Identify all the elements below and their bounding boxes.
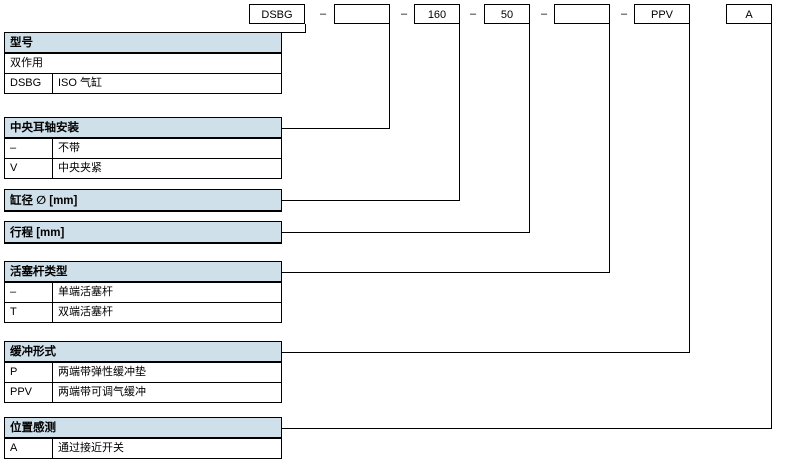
- row-code: T: [5, 303, 53, 322]
- section-cushioning: 缓冲形式 P 两端带弹性缓冲垫 PPV 两端带可调气缓冲: [4, 341, 282, 403]
- row-code: DSBG: [5, 74, 53, 93]
- section-piston-rod-title: 活塞杆类型: [4, 261, 282, 283]
- code-separator-4: –: [540, 8, 548, 20]
- code-separator-2: –: [400, 8, 408, 20]
- table-row: PPV 两端带可调气缓冲: [4, 383, 282, 403]
- row-description: 双端活塞杆: [58, 306, 113, 318]
- table-row: DSBG ISO 气缸: [4, 74, 282, 94]
- code-box-position-sensing[interactable]: A: [726, 4, 772, 24]
- section-type: 型号 双作用 DSBG ISO 气缸: [4, 32, 282, 94]
- table-row: V 中央夹紧: [4, 159, 282, 179]
- code-box-stroke[interactable]: 50: [484, 4, 530, 24]
- section-cushioning-title: 缓冲形式: [4, 341, 282, 363]
- row-description: 通过接近开关: [58, 442, 124, 454]
- row-description: 中央夹紧: [58, 162, 102, 174]
- section-type-title: 型号: [4, 32, 282, 54]
- connector-sensing-vertical: [771, 24, 772, 428]
- table-row: – 不带: [4, 139, 282, 159]
- row-description: 单端活塞杆: [58, 286, 113, 298]
- row-code: PPV: [5, 383, 53, 402]
- section-stroke: 行程 [mm]: [4, 221, 282, 244]
- row-description: ISO 气缸: [58, 77, 103, 89]
- code-box-trunnion[interactable]: [334, 4, 390, 24]
- row-code: P: [5, 363, 53, 382]
- connector-pistonrod-horizontal: [282, 272, 610, 273]
- code-separator-1: –: [319, 8, 327, 20]
- section-position-sensing-title: 位置感测: [4, 417, 282, 439]
- table-row: – 单端活塞杆: [4, 283, 282, 303]
- code-box-type[interactable]: DSBG: [249, 4, 305, 24]
- section-piston-rod: 活塞杆类型 – 单端活塞杆 T 双端活塞杆: [4, 261, 282, 323]
- connector-bore-vertical: [459, 24, 460, 200]
- section-stroke-title: 行程 [mm]: [4, 221, 282, 244]
- section-trunnion: 中央耳轴安装 – 不带 V 中央夹紧: [4, 117, 282, 179]
- connector-bore-horizontal: [282, 200, 460, 201]
- code-box-bore[interactable]: 160: [414, 4, 460, 24]
- row-description: 不带: [58, 142, 80, 154]
- code-separator-3: –: [469, 8, 477, 20]
- table-row: A 通过接近开关: [4, 439, 282, 459]
- row-description: 双作用: [10, 57, 43, 69]
- connector-sensing-horizontal: [282, 428, 772, 429]
- connector-pistonrod-vertical: [609, 24, 610, 272]
- connector-trunnion-horizontal: [282, 128, 390, 129]
- table-row: 双作用: [4, 54, 282, 74]
- table-row: T 双端活塞杆: [4, 303, 282, 323]
- connector-trunnion-vertical: [389, 24, 390, 128]
- section-bore-title: 缸径 ∅ [mm]: [4, 189, 282, 212]
- row-description: 两端带弹性缓冲垫: [58, 366, 146, 378]
- row-code: A: [5, 439, 53, 458]
- connector-type-vertical: [305, 24, 306, 32]
- connector-stroke-vertical: [529, 24, 530, 232]
- connector-stroke-horizontal: [282, 232, 530, 233]
- row-description: 两端带可调气缓冲: [58, 386, 146, 398]
- section-trunnion-title: 中央耳轴安装: [4, 117, 282, 139]
- code-box-piston-rod[interactable]: [554, 4, 610, 24]
- code-box-cushioning[interactable]: PPV: [634, 4, 690, 24]
- connector-type-horizontal: [282, 32, 306, 33]
- row-code: –: [5, 139, 53, 158]
- connector-cushioning-horizontal: [282, 352, 690, 353]
- connector-cushioning-vertical: [689, 24, 690, 352]
- row-code: –: [5, 283, 53, 302]
- code-separator-5: –: [620, 8, 628, 20]
- section-position-sensing: 位置感测 A 通过接近开关: [4, 417, 282, 459]
- table-row: P 两端带弹性缓冲垫: [4, 363, 282, 383]
- section-bore: 缸径 ∅ [mm]: [4, 189, 282, 212]
- row-code: V: [5, 159, 53, 178]
